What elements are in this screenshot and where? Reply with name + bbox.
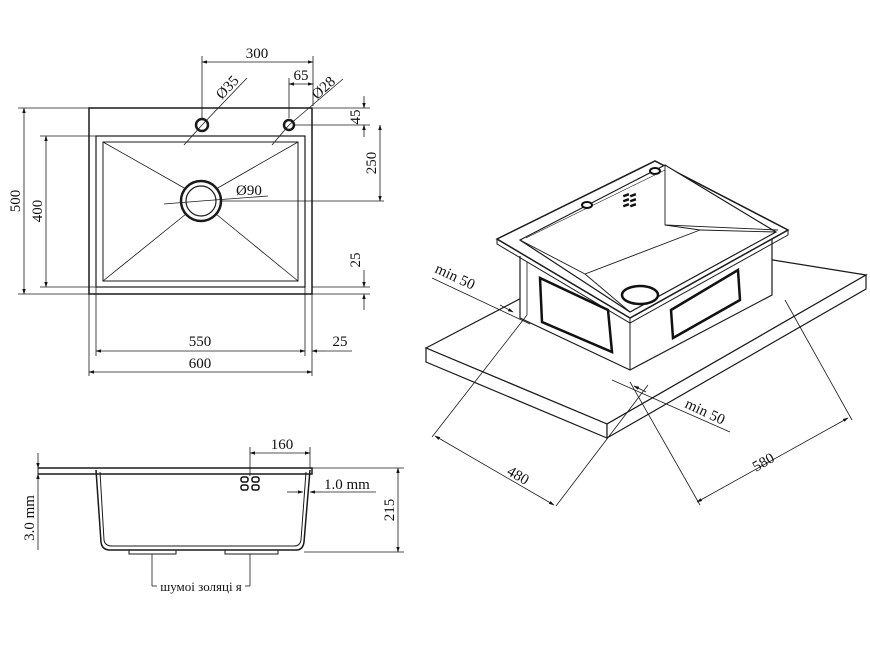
drain-inner bbox=[185, 185, 217, 217]
dim-600: 600 bbox=[189, 356, 212, 372]
insulation-pad-right bbox=[224, 549, 279, 555]
iso-panel-right bbox=[669, 267, 742, 341]
dim-550: 550 bbox=[189, 334, 212, 350]
dim-580: 580 bbox=[750, 450, 777, 475]
insulation-label: шумоі золяці я bbox=[160, 579, 242, 594]
dim-300: 300 bbox=[246, 46, 269, 62]
iso-tap-hole-right bbox=[649, 167, 661, 175]
dim-25-horizontal: 25 bbox=[333, 334, 348, 350]
countertop-side bbox=[606, 273, 867, 440]
drain-outer bbox=[179, 179, 223, 223]
overflow-slots bbox=[240, 476, 260, 491]
dim-3mm: 3.0 mm bbox=[22, 495, 38, 541]
bowl-creases bbox=[102, 141, 299, 282]
dim-500: 500 bbox=[8, 190, 24, 213]
iso-overflow-slots bbox=[622, 193, 637, 208]
iso-tap-hole-left bbox=[581, 201, 593, 209]
side-bowl-outer bbox=[95, 469, 311, 551]
side-view: 160 1.0 mm 215 3.0 mm шумоі золяці я bbox=[22, 437, 404, 594]
dim-250: 250 bbox=[364, 152, 380, 175]
dim-d28: Ø28 bbox=[309, 74, 339, 103]
insulation-pad-left bbox=[128, 549, 177, 555]
top-view: 300 65 Ø35 Ø28 Ø90 45 250 25 500 bbox=[8, 46, 384, 376]
iso-view: 480 580 min 50 min 50 bbox=[424, 160, 868, 507]
dim-45: 45 bbox=[348, 110, 364, 125]
dim-400: 400 bbox=[30, 200, 46, 223]
dim-d35: Ø35 bbox=[213, 73, 242, 103]
dim-25-vertical: 25 bbox=[348, 253, 364, 268]
bowl-inner-outline bbox=[102, 141, 299, 282]
dim-215: 215 bbox=[382, 499, 398, 522]
dim-d90: Ø90 bbox=[236, 183, 262, 199]
side-bowl-inner bbox=[99, 471, 307, 547]
dim-480: 480 bbox=[504, 464, 531, 489]
dim-160: 160 bbox=[271, 437, 294, 453]
side-flange bbox=[38, 467, 313, 475]
dim-1mm: 1.0 mm bbox=[324, 477, 370, 493]
dim-min50-right: min 50 bbox=[682, 396, 727, 428]
iso-panel-left bbox=[538, 275, 614, 354]
bowl-outline bbox=[95, 135, 306, 288]
tap-hole-right bbox=[282, 118, 296, 132]
iso-drain bbox=[620, 284, 660, 306]
dim-65: 65 bbox=[294, 68, 309, 84]
